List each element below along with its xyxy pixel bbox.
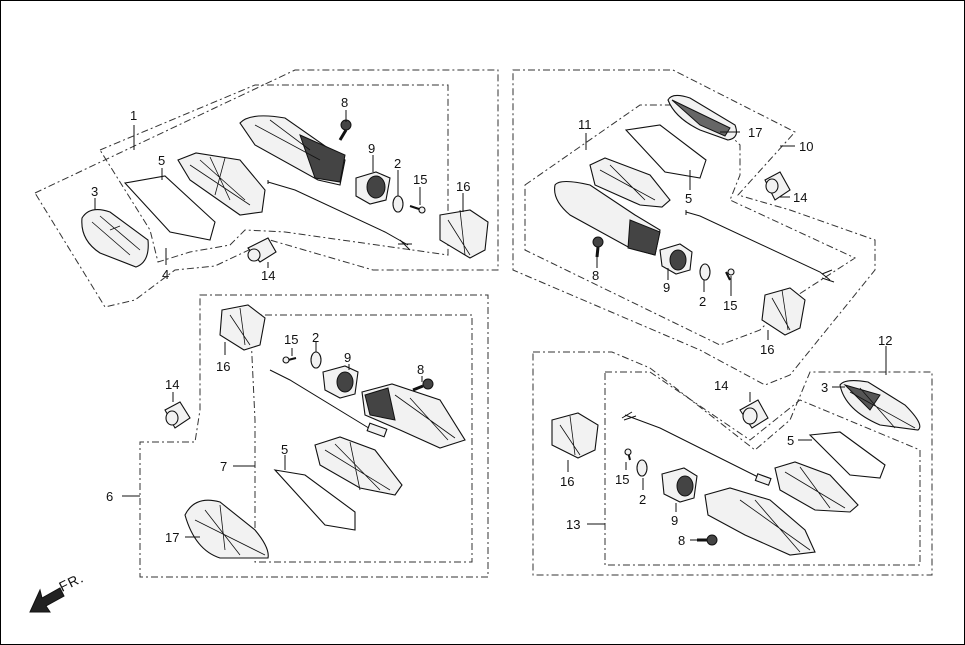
lens-3-part-d — [839, 379, 921, 431]
gasket-5-part-d — [808, 431, 886, 479]
group-1-assembly: 1 3 4 5 8 9 2 15 16 14 — [34, 69, 499, 308]
callout-16: 16 — [216, 359, 230, 374]
washer-2-part — [392, 195, 404, 213]
callout-16: 16 — [560, 474, 574, 489]
callout-5: 5 — [685, 191, 692, 206]
gasket-5-part — [123, 175, 216, 241]
callout-2: 2 — [699, 294, 706, 309]
group-10-assembly: 11 17 10 14 5 8 9 2 15 16 — [512, 69, 876, 386]
callout-14: 14 — [165, 377, 179, 392]
group-13-outline — [604, 371, 921, 566]
screw-8-part-c — [412, 378, 434, 392]
callout-5: 5 — [281, 442, 288, 457]
socket-9-part-c — [322, 365, 359, 399]
lens-17-part — [667, 94, 737, 141]
bulb-14-part-b — [764, 171, 791, 201]
reflector-housing-part — [177, 152, 266, 216]
callout-2: 2 — [639, 492, 646, 507]
screw-15-part-d — [624, 448, 632, 461]
callout-3: 3 — [821, 380, 828, 395]
callout-9: 9 — [368, 141, 375, 156]
screw-15-part-b — [725, 268, 735, 281]
callout-2: 2 — [394, 156, 401, 171]
socket-9-part-d — [661, 467, 698, 503]
wire-harness-part-c — [269, 369, 388, 438]
callout-17: 17 — [165, 530, 179, 545]
callout-2: 2 — [312, 330, 319, 345]
bracket-16-part — [439, 209, 489, 259]
washer-2-part-b — [699, 263, 711, 281]
direction-arrow-icon — [29, 587, 65, 613]
callout-8: 8 — [592, 268, 599, 283]
group-7-outline — [249, 314, 473, 563]
callout-15: 15 — [615, 472, 629, 487]
screw-8-part-b — [592, 236, 604, 258]
screw-15-part — [409, 205, 426, 214]
washer-2-part-c — [310, 351, 322, 369]
callout-10: 10 — [799, 139, 813, 154]
callout-17: 17 — [748, 125, 762, 140]
bracket-16-part-c — [219, 304, 266, 351]
callout-15: 15 — [284, 332, 298, 347]
lens-17-part-c — [184, 499, 269, 559]
callout-13: 13 — [566, 517, 580, 532]
direction-label: FR. — [56, 569, 86, 595]
callout-6: 6 — [106, 489, 113, 504]
callout-5: 5 — [787, 433, 794, 448]
callout-3: 3 — [91, 184, 98, 199]
group-1-outline — [34, 69, 499, 308]
screw-15-part-c — [282, 356, 297, 364]
callout-1: 1 — [130, 108, 137, 123]
group-10-outline — [512, 69, 876, 386]
gasket-5-part-b — [624, 124, 707, 179]
socket-9-part-b — [659, 243, 693, 275]
group-12-outline — [532, 351, 933, 576]
callout-15: 15 — [723, 298, 737, 313]
group-4-outline — [99, 84, 449, 263]
callout-8: 8 — [341, 95, 348, 110]
bracket-16-part-d — [551, 412, 599, 459]
callout-8: 8 — [417, 362, 424, 377]
callout-14: 14 — [793, 190, 807, 205]
turn-signal-body-part-c — [361, 383, 466, 449]
callout-16: 16 — [456, 179, 470, 194]
reflector-housing-part-d — [774, 461, 859, 513]
callout-11: 11 — [578, 117, 592, 132]
bracket-16-part-b — [761, 287, 806, 336]
screw-8-part-d — [697, 534, 718, 546]
callout-14: 14 — [714, 378, 728, 393]
callout-4: 4 — [162, 267, 169, 282]
callout-15: 15 — [413, 172, 427, 187]
bulb-14-part-d — [739, 399, 769, 429]
group-6-outline — [139, 294, 489, 578]
callout-7: 7 — [220, 459, 227, 474]
callout-16: 16 — [760, 342, 774, 357]
wire-harness-part — [267, 180, 412, 251]
callout-12: 12 — [878, 333, 892, 348]
wire-harness-part-d — [621, 411, 772, 486]
callout-9: 9 — [344, 350, 351, 365]
washer-2-part-d — [636, 459, 648, 477]
front-direction-indicator: FR. — [29, 569, 86, 613]
gasket-5-part-c — [273, 469, 356, 531]
callout-14: 14 — [261, 268, 275, 283]
group-6-assembly: 16 14 6 15 2 9 8 7 5 17 — [106, 294, 489, 578]
reflector-housing-part-b — [589, 157, 671, 208]
wire-harness-part-b — [685, 210, 835, 283]
bulb-14-part-c — [164, 401, 191, 429]
group-12-assembly: 12 3 14 5 16 15 2 9 13 8 — [532, 333, 933, 576]
turn-signal-body-part-d — [704, 487, 816, 556]
socket-9-part — [355, 171, 391, 205]
screw-8-part — [338, 119, 352, 141]
bulb-14-part — [247, 237, 277, 263]
lens-3-part — [81, 209, 149, 268]
callout-9: 9 — [671, 513, 678, 528]
callout-5: 5 — [158, 153, 165, 168]
callout-9: 9 — [663, 280, 670, 295]
turn-signal-body-part-b — [554, 180, 661, 256]
callout-8: 8 — [678, 533, 685, 548]
reflector-housing-part-c — [314, 436, 403, 496]
turn-signal-body-part — [239, 115, 346, 186]
